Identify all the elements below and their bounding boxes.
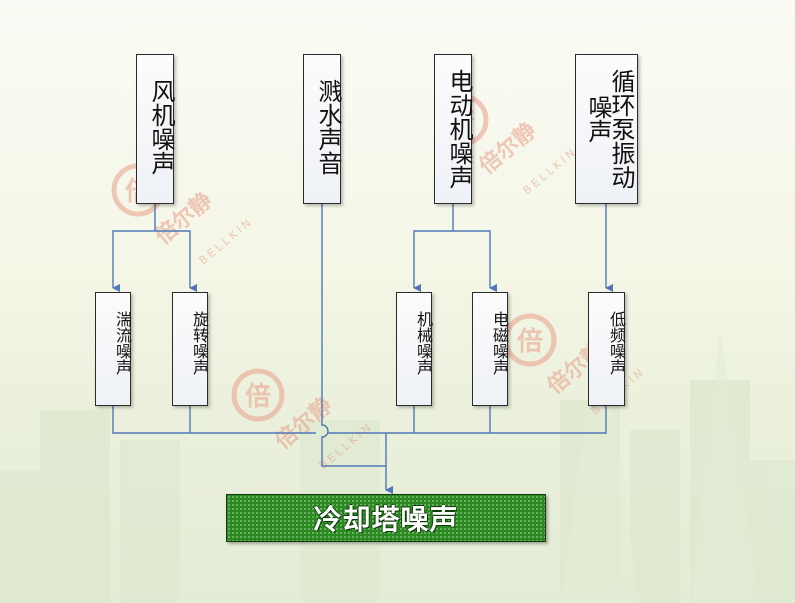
node-motor-noise: 电动机噪声 — [434, 54, 473, 204]
svg-text:倍: 倍 — [245, 381, 271, 412]
node-low-frequency-label: 低频噪声 — [607, 311, 626, 375]
svg-text:倍: 倍 — [517, 326, 543, 357]
node-pump-vibration-label: 循环泵振动 — [607, 69, 635, 189]
node-pump-noise-label: 噪声 — [584, 95, 612, 143]
node-turbulence-noise: 湍流噪声 — [95, 292, 132, 406]
node-mechanical-label: 机械噪声 — [414, 311, 433, 375]
node-low-frequency-noise: 低频噪声 — [588, 292, 626, 406]
node-rotation-noise: 旋转噪声 — [172, 292, 209, 406]
node-fan-noise: 风机噪声 — [136, 54, 175, 204]
node-motor-noise-label: 电动机噪声 — [445, 69, 473, 189]
node-mechanical-noise: 机械噪声 — [396, 292, 433, 406]
node-cooling-tower-label: 冷却塔噪声 — [313, 503, 459, 536]
node-splash-sound: 溅水声音 — [303, 54, 342, 204]
node-splash-sound-label: 溅水声音 — [314, 79, 342, 175]
node-rotation-label: 旋转噪声 — [190, 311, 209, 375]
node-cooling-tower-noise: 冷却塔噪声 — [226, 494, 546, 542]
node-fan-noise-label: 风机噪声 — [147, 79, 175, 175]
node-electromagnetic-noise: 电磁噪声 — [472, 292, 509, 406]
node-turbulence-label: 湍流噪声 — [113, 311, 132, 375]
watermark-logo: 倍 倍尔静 BELLKIN — [231, 368, 376, 472]
node-electromagnetic-label: 电磁噪声 — [490, 311, 509, 375]
node-pump-vibration-noise: 循环泵振动 噪声 — [575, 54, 638, 204]
